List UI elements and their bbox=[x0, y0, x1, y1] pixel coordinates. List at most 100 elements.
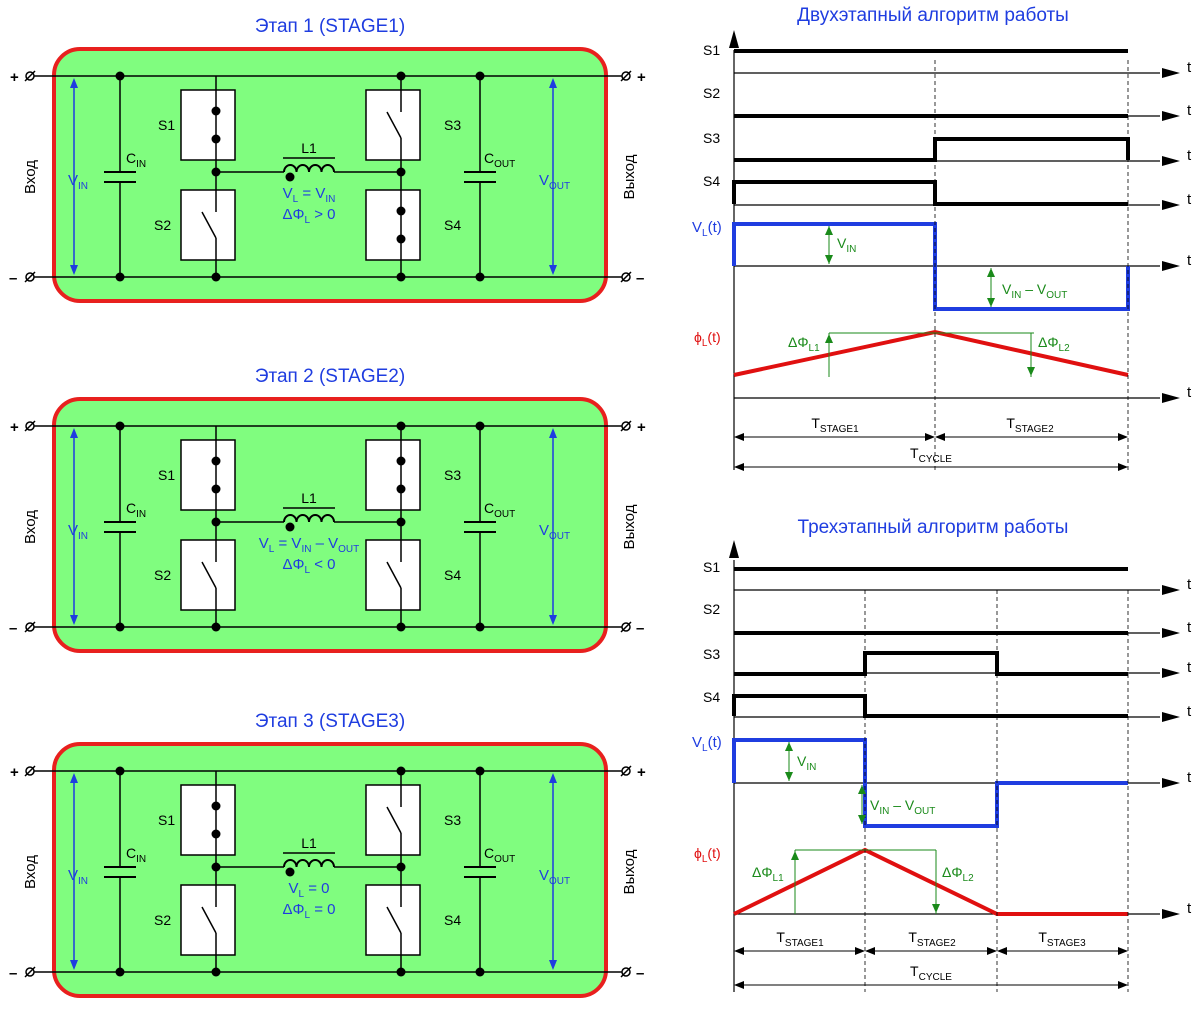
s3-label: S3 bbox=[444, 117, 461, 133]
tstage2-label: TSTAGE2 bbox=[1006, 415, 1054, 435]
cout-label: COUT bbox=[484, 845, 515, 865]
s4-switch-contact-dot bbox=[396, 206, 406, 216]
s2-label: S2 bbox=[154, 912, 171, 928]
s1-switch-contact-dot bbox=[211, 801, 221, 811]
time-axis-arrow bbox=[1162, 200, 1180, 210]
s2-switch-blade bbox=[201, 211, 217, 239]
vout-arrow-head bbox=[549, 615, 557, 625]
junction-dot bbox=[211, 272, 221, 282]
stage-title: Этап 3 (STAGE3) bbox=[255, 711, 405, 732]
junction-dot bbox=[396, 272, 406, 282]
flux-change-equation: ΔΦL = 0 bbox=[283, 901, 336, 921]
time-axis-arrow bbox=[1162, 156, 1180, 166]
output-label: Выход bbox=[621, 504, 638, 549]
junction-dot bbox=[115, 71, 125, 81]
vdiff-dim-head bbox=[987, 298, 995, 307]
s4-switch-box bbox=[365, 189, 421, 261]
input-label: Вход bbox=[22, 855, 39, 889]
signal-label: S1 bbox=[703, 42, 720, 58]
dphi2-annotation: ΔΦL2 bbox=[942, 864, 974, 884]
s3-label: S3 bbox=[444, 467, 461, 483]
three-stage-timing: Трехэтапный алгоритм работыttttttS1S2S3S… bbox=[692, 517, 1192, 992]
terminal-slash bbox=[24, 621, 36, 633]
vout-arrow-head bbox=[549, 265, 557, 275]
minus-sign: – bbox=[636, 620, 644, 637]
vl-axis-label: VL(t) bbox=[692, 734, 722, 754]
minus-sign: – bbox=[9, 620, 17, 637]
s1-switch-box bbox=[180, 439, 236, 511]
s1-switch-contact-dot bbox=[211, 106, 221, 116]
s4-waveform bbox=[732, 180, 1128, 206]
inductor-polarity-dot bbox=[285, 522, 295, 532]
junction-dot bbox=[115, 622, 125, 632]
junction-dot bbox=[396, 967, 406, 977]
junction-dot bbox=[115, 421, 125, 431]
junction-dot bbox=[115, 766, 125, 776]
dphi2-annotation: ΔΦL2 bbox=[1038, 334, 1070, 354]
plus-sign: + bbox=[637, 764, 646, 781]
vout-arrow-head bbox=[549, 773, 557, 783]
s3-switch-box bbox=[365, 89, 421, 161]
s3-switch-box bbox=[365, 439, 421, 511]
flux-axis-label: ϕL(t) bbox=[694, 845, 721, 865]
s4-switch-blade bbox=[386, 906, 402, 934]
signal-label: S2 bbox=[703, 601, 720, 617]
signal-label: S4 bbox=[703, 689, 720, 705]
dphi1-dim-head bbox=[825, 334, 833, 343]
s3-switch-blade bbox=[386, 111, 402, 139]
junction-dot bbox=[211, 967, 221, 977]
s1-switch-contact-dot bbox=[211, 829, 221, 839]
s4-label: S4 bbox=[444, 567, 461, 583]
vdiff-dim-head bbox=[858, 785, 866, 794]
inductor-voltage-equation: VL = 0 bbox=[288, 880, 329, 900]
inductor-coil bbox=[283, 859, 335, 868]
junction-dot bbox=[211, 622, 221, 632]
s3-waveform bbox=[734, 651, 1128, 676]
s2-label: S2 bbox=[154, 567, 171, 583]
s3-switch-contact-dot bbox=[396, 484, 406, 494]
s2-switch-box bbox=[180, 539, 236, 611]
s1-switch-box bbox=[180, 89, 236, 161]
vin-label: VIN bbox=[68, 522, 88, 542]
flux-axis-label: ϕL(t) bbox=[694, 329, 721, 349]
vin-arrow-head bbox=[70, 78, 78, 88]
plus-sign: + bbox=[637, 419, 646, 436]
time-axis-label: t bbox=[1187, 59, 1192, 76]
vin-label: VIN bbox=[68, 867, 88, 887]
s2-switch-box bbox=[180, 189, 236, 261]
vin-label: VIN bbox=[68, 172, 88, 192]
vin-dim-head bbox=[785, 772, 793, 781]
junction-dot bbox=[396, 766, 406, 776]
terminal-slash bbox=[620, 966, 632, 978]
terminal-slash bbox=[24, 966, 36, 978]
junction-dot bbox=[475, 967, 485, 977]
s1-switch-contact-dot bbox=[211, 456, 221, 466]
time-axis-arrow bbox=[1162, 909, 1180, 919]
tstage1-label: TSTAGE1 bbox=[811, 415, 859, 435]
cin-label: CIN bbox=[126, 845, 146, 865]
time-axis-label: t bbox=[1187, 147, 1192, 164]
inductor-polarity-dot bbox=[285, 867, 295, 877]
s1-label: S1 bbox=[158, 812, 175, 828]
s1-switch-contact-dot bbox=[211, 134, 221, 144]
timing-title: Двухэтапный алгоритм работы bbox=[797, 5, 1069, 26]
vout-arrow-head bbox=[549, 960, 557, 970]
s4-switch-box bbox=[365, 884, 421, 956]
time-axis-label: t bbox=[1187, 102, 1192, 119]
time-axis-arrow bbox=[1162, 585, 1180, 595]
vdiff-dim-head bbox=[858, 815, 866, 824]
s4-label: S4 bbox=[444, 912, 461, 928]
s4-switch-blade bbox=[386, 561, 402, 589]
s3-label: S3 bbox=[444, 812, 461, 828]
s4-waveform bbox=[732, 694, 1128, 718]
stage-title: Этап 1 (STAGE1) bbox=[255, 16, 405, 37]
inductor-coil bbox=[283, 164, 335, 173]
time-axis-arrow bbox=[1162, 111, 1180, 121]
vdiff-annotation: VIN – VOUT bbox=[1002, 281, 1067, 301]
output-label: Выход bbox=[621, 849, 638, 894]
plus-sign: + bbox=[10, 764, 19, 781]
inductor-label: L1 bbox=[301, 490, 317, 506]
tstage1-label: TSTAGE1 bbox=[776, 929, 824, 949]
